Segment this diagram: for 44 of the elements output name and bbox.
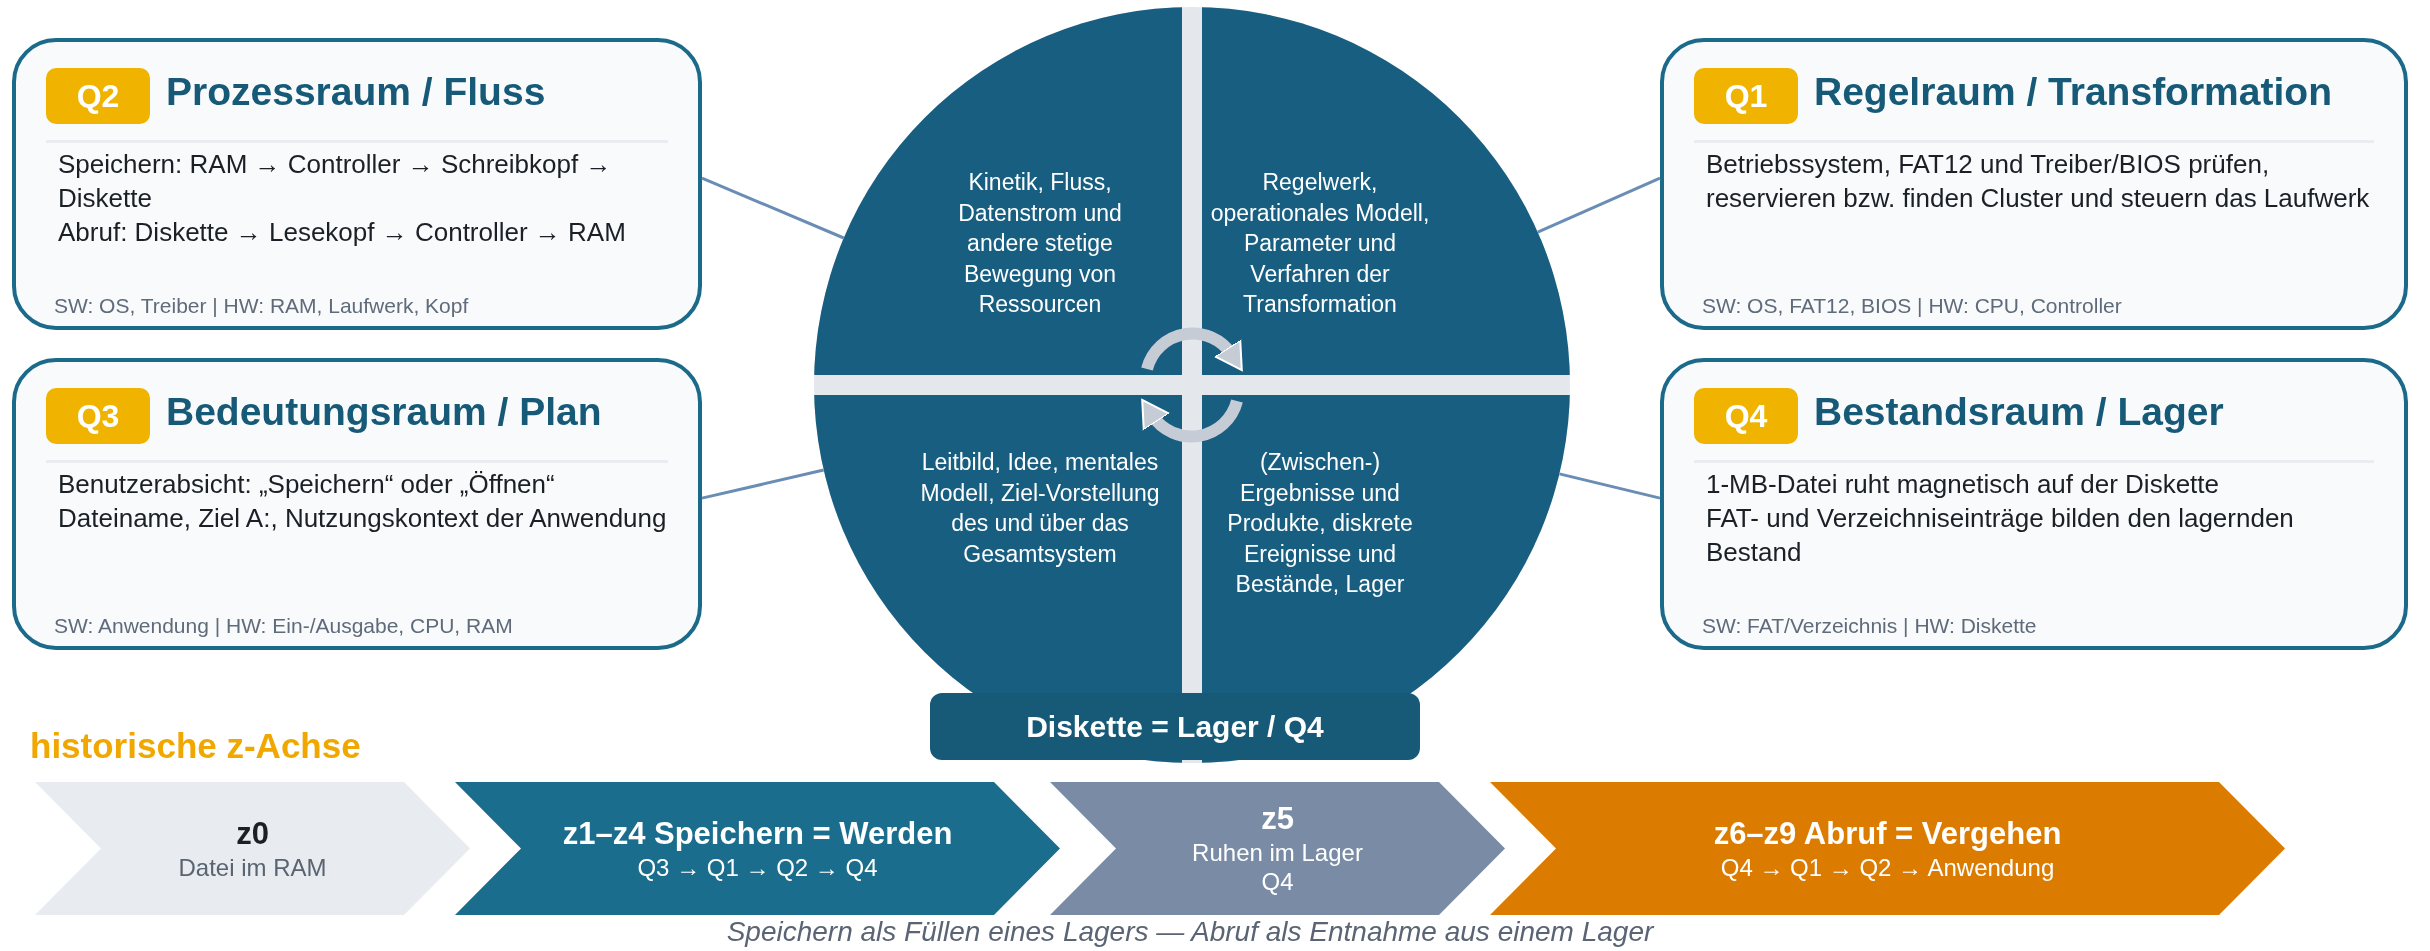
step-text: Datei im RAM [178,852,327,883]
step-heading: z6–z9 Abruf = Vergehen [1713,814,2062,853]
card-footnote: SW: FAT/Verzeichnis | HW: Diskette [1702,614,2037,638]
info-card [12,38,702,330]
axis-title: historische z-Achse [30,726,361,766]
quadrant-badge: Q3 [46,388,150,444]
cycle-arrow [1141,327,1244,371]
connector-line [1559,472,1661,500]
quadrant-text: Regelwerk, operationales Modell, Parameter und Verfahren der Transformation [1209,168,1431,320]
quadrant-badge: Q1 [1694,68,1798,124]
card-heading: Bestandsraum / Lager [1814,390,2224,434]
step-heading: z0 [236,814,269,853]
cycle-arrow [1140,399,1243,443]
card-text: Benutzerabsicht: „Speichern“ oder „Öffnen“ [58,468,556,501]
step-heading: z5 [1261,800,1294,839]
caption: Speichern als Füllen eines Lagers — Abruf als Entnahme aus einem Lager [725,916,1656,948]
card-footnote: SW: OS, FAT12, BIOS | HW: CPU, Controller [1702,294,2122,318]
quadrant-text: Leitbild, Idee, mentales Modell, Ziel-Vorstellung des und über das Gesamtsystem [920,448,1160,569]
info-card [1660,358,2408,650]
step-text: Ruhen im Lager [1192,838,1363,868]
card-text: 1-MB-Datei ruht magnetisch auf der Diskette [1706,468,2220,501]
card-text: FAT- und Verzeichniseinträge bilden den lagernden Bestand [1706,501,2295,569]
card-heading: Regelraum / Transformation [1814,70,2332,114]
connector-line [1537,176,1661,234]
card-footnote: SW: Anwendung | HW: Ein-/Ausgabe, CPU, RAM [54,614,513,638]
quadrant-text: Kinetik, Fluss, Datenstrom und andere stetige Bewegung von Ressourcen [957,168,1123,320]
connector-line [701,468,825,500]
card-heading: Bedeutungsraum / Plan [166,390,602,434]
card-footnote: SW: OS, Treiber | HW: RAM, Laufwerk, Kopf [54,294,469,318]
card-text: Dateiname, Ziel A:, Nutzungskontext der Anwendung [58,501,668,535]
info-card [1660,38,2408,330]
quadrant-badge: Q2 [46,68,150,124]
info-card [12,358,702,650]
card-heading: Prozessraum / Fluss [166,70,546,114]
step-heading: z1–z4 Speichern = Werden [562,814,953,853]
quadrant-text: (Zwischen-) Ergebnisse und Produkte, diskrete Ereignisse und Bestände, Lager [1226,448,1414,600]
card-text: Speichern: RAM → Controller → Schreibkopf → Diskette [58,148,613,215]
quadrant-badge: Q4 [1694,388,1798,444]
card-text: Betriebssystem, FAT12 und Treiber/BIOS prüfen, reservieren bzw. finden Cluster und steuern das Laufwerk [1706,148,2371,215]
step-text: Q4 → Q1 → Q2 → Anwendung [1720,852,2055,883]
card-text: Abruf: Diskette → Lesekopf → Controller → RAM [58,215,627,249]
connector-line [701,176,845,240]
step-text: Q4 [1261,867,1294,897]
step-text: Q3 → Q1 → Q2 → Q4 [637,852,878,883]
